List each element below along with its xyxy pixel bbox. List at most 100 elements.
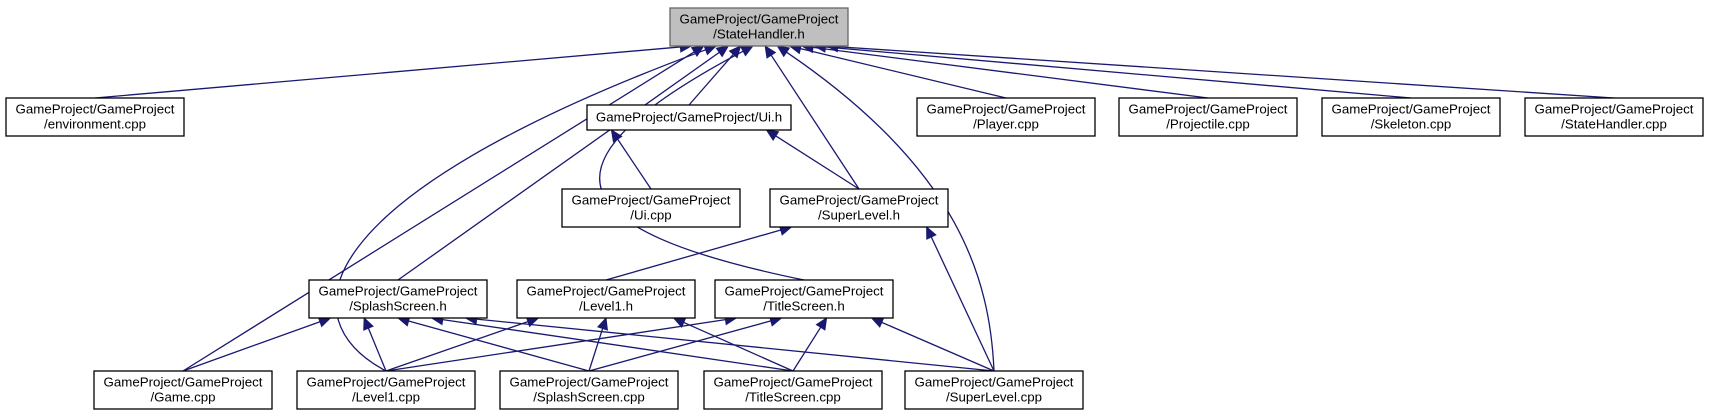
node-box [703,370,883,410]
node-box [1321,97,1501,137]
node-projectile_cpp[interactable]: GameProject/GameProject/Projectile.cpp [1118,97,1298,137]
edge-environment_cpp-to-statehandler_h [94,46,681,99]
node-level1_h[interactable]: GameProject/GameProject/Level1.h [516,279,696,319]
node-label-line: /SplashScreen.h [349,299,447,314]
edge-superlevel_cpp-to-statehandler_h [786,51,995,372]
node-box [1118,97,1298,137]
node-box [499,370,679,410]
node-label-line: GameProject/GameProject [572,193,731,208]
node-label-line: GameProject/GameProject/Ui.h [596,110,782,125]
node-label-line: GameProject/GameProject [104,375,263,390]
node-level1_cpp[interactable]: GameProject/GameProject/Level1.cpp [296,370,476,410]
node-box [669,7,849,47]
edge-titlescreen_h-to-statehandler_h [599,50,805,281]
arrowhead-icon [765,129,780,142]
node-statehandler_cpp[interactable]: GameProject/GameProject/StateHandler.cpp [1524,97,1704,137]
node-label-line: /Player.cpp [973,117,1039,132]
node-box [5,97,185,137]
edge-splashscreen_cpp-to-titlescreen_h [588,320,772,372]
node-label-line: GameProject/GameProject [319,284,478,299]
node-label-line: /Level1.cpp [352,390,420,405]
arrowhead-icon [764,44,777,59]
node-game_cpp[interactable]: GameProject/GameProject/Game.cpp [93,370,273,410]
edge-game_cpp-to-splashscreen_h [182,321,321,372]
edge-ui_cpp-to-ui_h [617,138,652,190]
node-splashscreen_cpp[interactable]: GameProject/GameProject/SplashScreen.cpp [499,370,679,410]
node-label-line: GameProject/GameProject [1129,102,1288,117]
node-label-line: GameProject/GameProject [780,193,939,208]
node-label-line: /SuperLevel.h [818,208,900,223]
edge-level1_cpp-to-splashscreen_h [367,327,387,372]
node-ui_h[interactable]: GameProject/GameProject/Ui.h [586,104,792,131]
node-label-line: GameProject/GameProject [510,375,669,390]
node-ui_cpp[interactable]: GameProject/GameProject/Ui.cpp [561,188,741,228]
edge-level1_cpp-to-statehandler_h [335,49,706,372]
node-statehandler_h[interactable]: GameProject/GameProject/StateHandler.h [669,7,849,47]
arrowhead-icon [363,316,374,331]
node-box [714,279,894,319]
node-label-line: /Level1.h [579,299,633,314]
node-label-line: /SuperLevel.cpp [946,390,1042,405]
node-box [586,104,792,131]
edge-superlevel_h-to-statehandler_h [770,54,860,190]
node-skeleton_cpp[interactable]: GameProject/GameProject/Skeleton.cpp [1321,97,1501,137]
arrowhead-icon [690,45,705,57]
arrowhead-icon [776,45,791,58]
node-environment_cpp[interactable]: GameProject/GameProject/environment.cpp [5,97,185,137]
node-box [93,370,273,410]
arrowhead-icon [926,225,937,240]
node-label-line: GameProject/GameProject [307,375,466,390]
node-label-line: /StateHandler.h [713,27,805,42]
node-label-line: GameProject/GameProject [16,102,175,117]
arrowhead-icon [715,45,730,58]
arrowhead-icon [815,316,828,331]
edge-splashscreen_cpp-to-splashscreen_h [408,320,590,372]
node-label-line: GameProject/GameProject [927,102,1086,117]
arrowhead-icon [870,317,885,328]
node-label-line: /Game.cpp [150,390,215,405]
edge-level1_cpp-to-level1_h [385,321,529,372]
node-box [916,97,1096,137]
edge-level1_cpp-to-titlescreen_h [385,319,726,372]
node-label-line: /Ui.cpp [630,208,671,223]
node-titlescreen_cpp[interactable]: GameProject/GameProject/TitleScreen.cpp [703,370,883,410]
nodes-layer: GameProject/GameProject/StateHandler.hGa… [5,7,1704,410]
edge-ui_h-to-statehandler_h [688,53,734,106]
node-superlevel_cpp[interactable]: GameProject/GameProject/SuperLevel.cpp [904,370,1084,410]
edge-player_cpp-to-statehandler_h [800,47,1007,99]
node-label-line: GameProject/GameProject [725,284,884,299]
edge-projectile_cpp-to-statehandler_h [812,46,1209,99]
node-box [1524,97,1704,137]
node-player_cpp[interactable]: GameProject/GameProject/Player.cpp [916,97,1096,137]
edges-layer [94,40,1615,372]
node-splashscreen_h[interactable]: GameProject/GameProject/SplashScreen.h [308,279,488,319]
node-label-line: GameProject/GameProject [527,284,686,299]
node-label-line: GameProject/GameProject [714,375,873,390]
edge-splashscreen_cpp-to-level1_h [588,328,604,372]
node-label-line: GameProject/GameProject [1535,102,1694,117]
edge-superlevel_h-to-ui_h [775,135,860,190]
node-label-line: /StateHandler.cpp [1561,117,1667,132]
node-label-line: /TitleScreen.cpp [745,390,841,405]
edge-level1_h-to-superlevel_h [605,229,781,281]
node-box [516,279,696,319]
arrowhead-icon [610,128,623,143]
edge-superlevel_cpp-to-titlescreen_h [881,321,995,372]
edge-splashscreen_h-to-statehandler_h [397,51,720,281]
arrowhead-icon [596,316,608,331]
node-label-line: /TitleScreen.h [763,299,845,314]
node-label-line: GameProject/GameProject [915,375,1074,390]
edge-statehandler_cpp-to-statehandler_h [837,46,1615,99]
node-label-line: /Skeleton.cpp [1371,117,1452,132]
edge-titlescreen_cpp-to-titlescreen_h [792,326,822,372]
node-titlescreen_h[interactable]: GameProject/GameProject/TitleScreen.h [714,279,894,319]
node-label-line: /environment.cpp [44,117,146,132]
node-label-line: GameProject/GameProject [1332,102,1491,117]
node-box [904,370,1084,410]
edge-titlescreen_cpp-to-splashscreen_h [442,318,794,372]
node-superlevel_h[interactable]: GameProject/GameProject/SuperLevel.h [769,188,949,228]
edge-skeleton_cpp-to-statehandler_h [825,46,1412,99]
arrowhead-icon [739,45,754,57]
node-label-line: /Projectile.cpp [1166,117,1250,132]
